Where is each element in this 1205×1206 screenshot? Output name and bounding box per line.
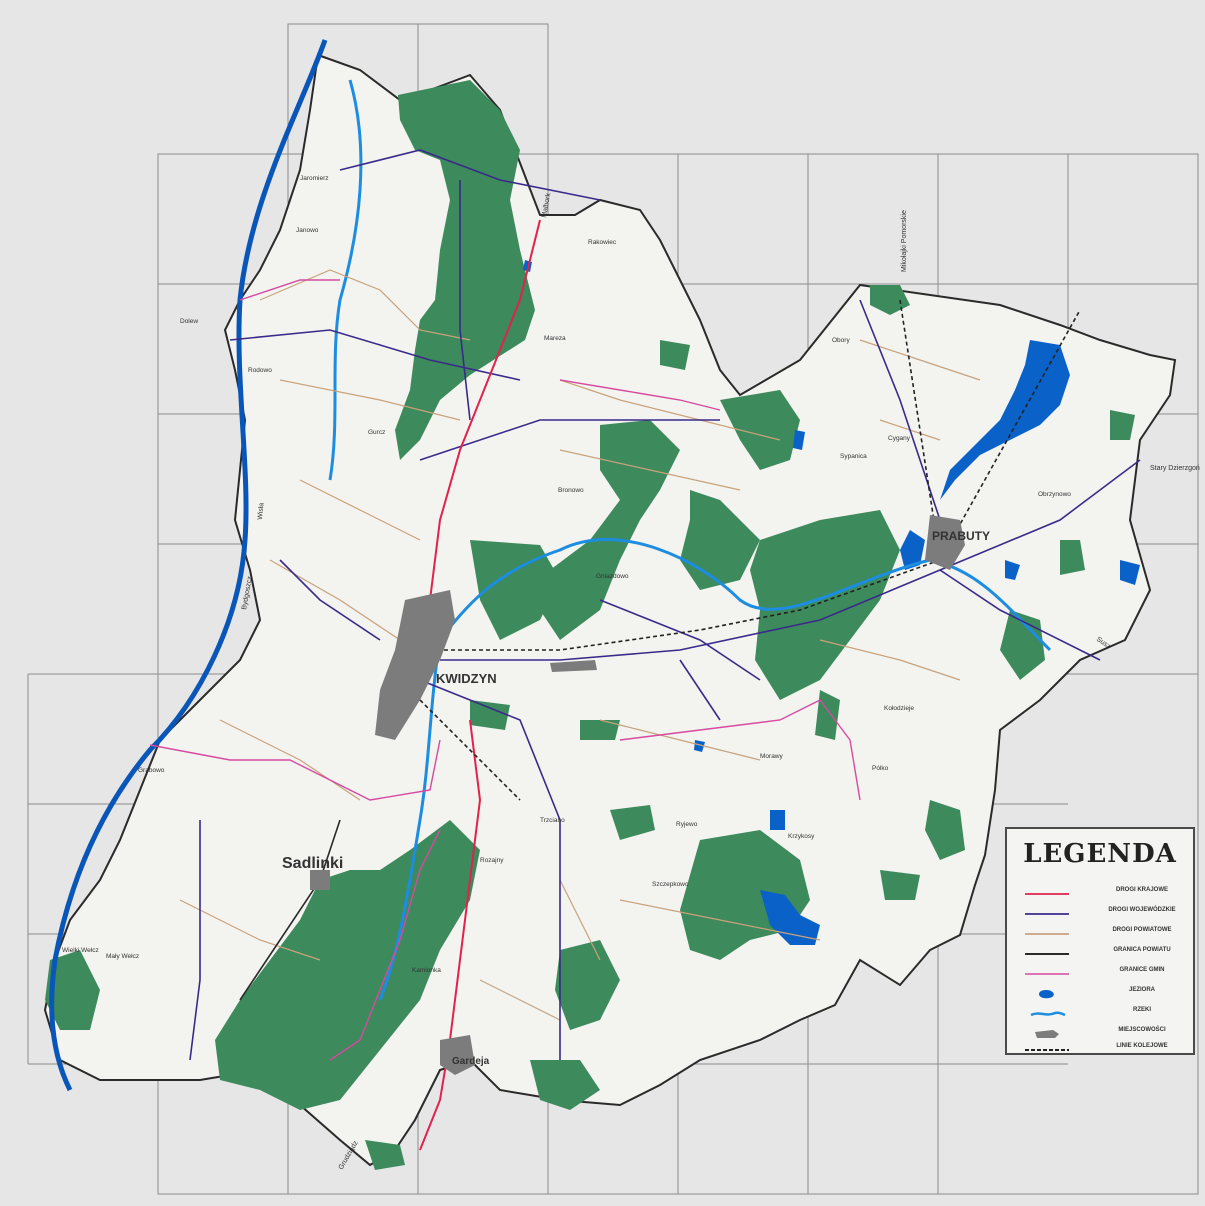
village-label: Rodowo <box>248 367 272 374</box>
legend-label: DROGI KRAJOWE <box>1115 887 1168 893</box>
town-label-kwidzyn: KWIDZYN <box>436 671 497 686</box>
village-label: Jaromierz <box>300 175 329 182</box>
village-label: Janowo <box>296 227 319 234</box>
commune-borders <box>149 279 861 1061</box>
village-label: Grabowo <box>138 767 165 774</box>
county-border-west <box>239 819 341 1001</box>
village-label: Dolew <box>180 318 198 325</box>
legend-item-settlements: MIEJSCOWOŚCI <box>1017 1025 1187 1043</box>
village-label: Gurcz <box>368 429 385 436</box>
road-label-northeast: Mikołajki Pomorskie <box>901 210 908 272</box>
village-label: Trzciano <box>540 817 565 824</box>
legend-item-national-roads: DROGI KRAJOWE <box>1017 885 1187 903</box>
town-label-gardeja: Gardeja <box>452 1056 490 1067</box>
lakes <box>523 260 1140 945</box>
town-label-prabuty: PRABUTY <box>932 529 990 543</box>
legend-title: LEGENDA <box>1023 839 1177 869</box>
legend-label: GRANICA POWIATU <box>1113 947 1171 953</box>
river-label: Wisła <box>257 502 265 520</box>
settlement-symbol-icon <box>1035 1030 1059 1038</box>
village-label: Obrzynowo <box>1038 491 1071 498</box>
voivodeship-road-symbol-icon <box>1025 913 1069 915</box>
national-road-symbol-icon <box>1025 893 1069 895</box>
village-label: Kołodzieje <box>884 705 914 712</box>
legend-panel: LEGENDA DROGI KRAJOWE DROGI WOJEWÓDZKIE … <box>1005 827 1195 1055</box>
legend-label: JEZIORA <box>1128 987 1155 993</box>
forest-areas <box>45 80 1135 1170</box>
village-label: Mareza <box>544 335 566 342</box>
railway-symbol-icon <box>1025 1049 1069 1051</box>
village-labels: Dolew Janowo Rakowiec Bronowo Mareza Obo… <box>62 175 1071 974</box>
legend-label: MIEJSCOWOŚCI <box>1118 1027 1166 1033</box>
village-label: Rozajny <box>480 857 504 864</box>
lake-symbol-icon <box>1039 990 1054 999</box>
legend-label: GRANICE GMIN <box>1119 967 1165 973</box>
commune-border-symbol-icon <box>1025 973 1069 975</box>
village-label: Wielki Wełcz <box>62 947 99 954</box>
legend-label: DROGI WOJEWÓDZKIE <box>1108 907 1176 913</box>
village-label: Gniazdowo <box>596 573 629 580</box>
village-label: Sypanica <box>840 453 867 460</box>
district-road-symbol-icon <box>1025 933 1069 935</box>
legend-item-lakes: JEZIORA <box>1017 985 1187 1003</box>
village-label: Ryjewo <box>676 821 698 828</box>
village-label: Bronowo <box>558 487 584 494</box>
village-label: Krzykosy <box>788 833 815 840</box>
road-label-west: Bydgoszcz <box>241 575 254 610</box>
village-label: Mały Wełcz <box>106 953 139 960</box>
settlements <box>310 515 965 1075</box>
legend-item-rivers: RZEKI <box>1017 1005 1187 1023</box>
village-label: Pólko <box>872 765 889 772</box>
town-label-sadlinki: Sadlinki <box>282 855 343 872</box>
county-border-symbol-icon <box>1025 953 1069 955</box>
village-label: Morawy <box>760 753 784 760</box>
village-label: Szczepkowo <box>652 881 689 888</box>
legend-label: DROGI POWIATOWE <box>1112 927 1172 933</box>
village-label: Rakowiec <box>588 239 617 246</box>
legend-item-voivodeship-roads: DROGI WOJEWÓDZKIE <box>1017 905 1187 923</box>
legend-label: RZEKI <box>1133 1007 1151 1013</box>
river-symbol-icon <box>1030 1011 1066 1017</box>
legend-item-district-roads: DROGI POWIATOWE <box>1017 925 1187 943</box>
village-label: Cygany <box>888 435 911 442</box>
legend-item-railways: LINIE KOLEJOWE <box>1017 1041 1187 1059</box>
village-label: Kamionka <box>412 967 441 974</box>
legend-item-commune-borders: GRANICE GMIN <box>1017 965 1187 983</box>
road-label-north: Malbork <box>541 192 552 218</box>
village-label: Obory <box>832 337 850 344</box>
legend-label: LINIE KOLEJOWE <box>1116 1043 1168 1049</box>
legend-item-county-border: GRANICA POWIATU <box>1017 945 1187 963</box>
road-label-east: Stary Dzierzgoń <box>1150 465 1200 472</box>
